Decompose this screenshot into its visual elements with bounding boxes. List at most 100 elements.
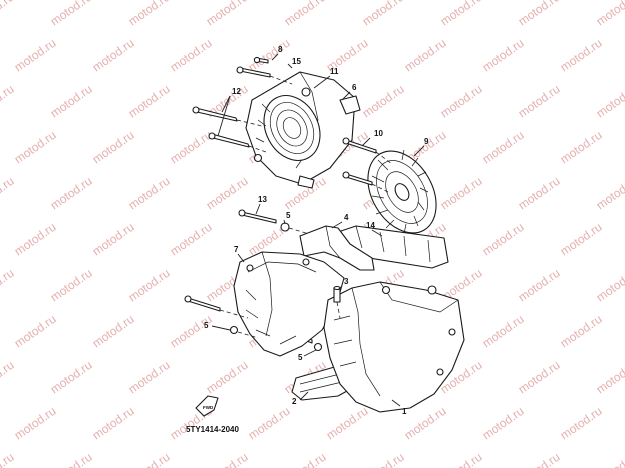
callout-13: 13 (258, 195, 267, 204)
watermark-text: motod.ru (48, 266, 95, 305)
callout-8: 8 (278, 45, 283, 54)
callout-9: 9 (424, 137, 429, 146)
watermark-text: motod.ru (168, 220, 215, 259)
callout-12: 12 (232, 87, 241, 96)
callout-5c: 5 (298, 353, 303, 362)
watermark-text: motod.ru (594, 266, 625, 305)
watermark-text: motod.ru (48, 450, 95, 468)
watermark-text: motod.ru (48, 358, 95, 397)
bolt-group-10 (342, 137, 377, 186)
watermark-text: motod.ru (126, 358, 173, 397)
watermark-text: motod.ru (594, 450, 625, 468)
callout-15: 15 (292, 57, 301, 66)
watermark-text: motod.ru (402, 36, 449, 75)
watermark-text: motod.ru (204, 174, 251, 213)
callout-5b: 5 (204, 321, 209, 330)
watermark-text: motod.ru (0, 266, 17, 305)
watermark-text: motod.ru (12, 220, 59, 259)
watermark-text: motod.ru (204, 358, 251, 397)
watermark-text: motod.ru (516, 174, 563, 213)
watermark-text: motod.ru (48, 82, 95, 121)
watermark-text: motod.ru (126, 0, 173, 28)
watermark-text: motod.ru (594, 174, 625, 213)
watermark-text: motod.ru (480, 128, 527, 167)
callout-6: 6 (352, 83, 357, 92)
watermark-text: motod.ru (90, 36, 137, 75)
watermark-text: motod.ru (324, 404, 371, 443)
watermark-text: motod.ru (558, 128, 605, 167)
guide-lines (219, 151, 393, 339)
cover-7 (233, 251, 345, 357)
watermark-text: motod.ru (282, 450, 329, 468)
watermark-text: motod.ru (558, 36, 605, 75)
watermark-text: motod.ru (90, 404, 137, 443)
watermark-text: motod.ru (360, 0, 407, 28)
callout-7: 7 (234, 245, 239, 254)
leader-lines (211, 53, 425, 407)
diagram-code: 5TY1414-2040 (186, 425, 239, 434)
callouts: 8 15 11 6 12 10 9 13 5 4 14 7 3 5 5 2 1 (204, 45, 429, 416)
watermark-text: motod.ru (594, 358, 625, 397)
watermark-text: motod.ru (402, 404, 449, 443)
callout-4: 4 (344, 213, 349, 222)
callout-5a: 5 (286, 211, 291, 220)
watermark-text: motod.ru (480, 404, 527, 443)
watermark-text: motod.ru (168, 36, 215, 75)
watermark-text: motod.ru (0, 0, 17, 28)
watermark-text: motod.ru (246, 36, 293, 75)
watermark-text: motod.ru (360, 450, 407, 468)
watermark-text: motod.ru (126, 266, 173, 305)
watermark-text: motod.ru (0, 82, 17, 121)
cooling-fan-part (367, 149, 437, 235)
watermark-text: motod.ru (204, 450, 251, 468)
watermark-text: motod.ru (480, 36, 527, 75)
watermark-text: motod.ru (438, 450, 485, 468)
watermark-text: motod.ru (90, 220, 137, 259)
watermark-text: motod.ru (516, 0, 563, 28)
watermark-text: motod.ru (48, 0, 95, 28)
watermark-text: motod.ru (246, 404, 293, 443)
watermark-text: motod.ru (12, 404, 59, 443)
watermark-text: motod.ru (558, 312, 605, 351)
bolt-group-12 (192, 56, 293, 153)
watermark-text: motod.ru (168, 312, 215, 351)
watermark-text: motod.ru (0, 450, 17, 468)
watermark-text: motod.ru (12, 128, 59, 167)
callout-14: 14 (366, 221, 375, 230)
watermark-text: motod.ru (594, 0, 625, 28)
callout-11: 11 (330, 67, 339, 76)
watermark-text: motod.ru (516, 266, 563, 305)
cover-1 (323, 281, 465, 413)
callout-2: 2 (292, 397, 297, 406)
watermark-text: motod.ru (0, 174, 17, 213)
callout-3: 3 (344, 277, 349, 286)
bracket-4 (299, 225, 375, 271)
watermark-text: motod.ru (12, 312, 59, 351)
watermark-text: motod.ru (48, 174, 95, 213)
watermark-text: motod.ru (516, 82, 563, 121)
watermark-text: motod.ru (168, 128, 215, 167)
watermark-text: motod.ru (90, 312, 137, 351)
watermark-text: motod.ru (126, 450, 173, 468)
watermark-text: motod.ru (480, 220, 527, 259)
watermark-text: motod.ru (90, 128, 137, 167)
watermark-text: motod.ru (0, 358, 17, 397)
callout-1: 1 (402, 407, 407, 416)
watermark-text: motod.ru (438, 0, 485, 28)
watermark-text: motod.ru (12, 36, 59, 75)
watermark-text: motod.ru (126, 174, 173, 213)
stud-3 (333, 285, 341, 303)
watermark-text: motod.ru (360, 82, 407, 121)
watermark-text: motod.ru (594, 82, 625, 121)
watermark-text: motod.ru (438, 174, 485, 213)
watermark-text: motod.ru (516, 358, 563, 397)
watermark-text: motod.ru (438, 82, 485, 121)
watermark-text: motod.ru (204, 0, 251, 28)
front-arrow-icon: FWD (195, 395, 219, 417)
watermark-text: motod.ru (282, 0, 329, 28)
watermark-text: motod.ru (480, 312, 527, 351)
watermark-text: motod.ru (558, 220, 605, 259)
shroud-part (245, 71, 361, 189)
callout-10: 10 (374, 129, 383, 138)
